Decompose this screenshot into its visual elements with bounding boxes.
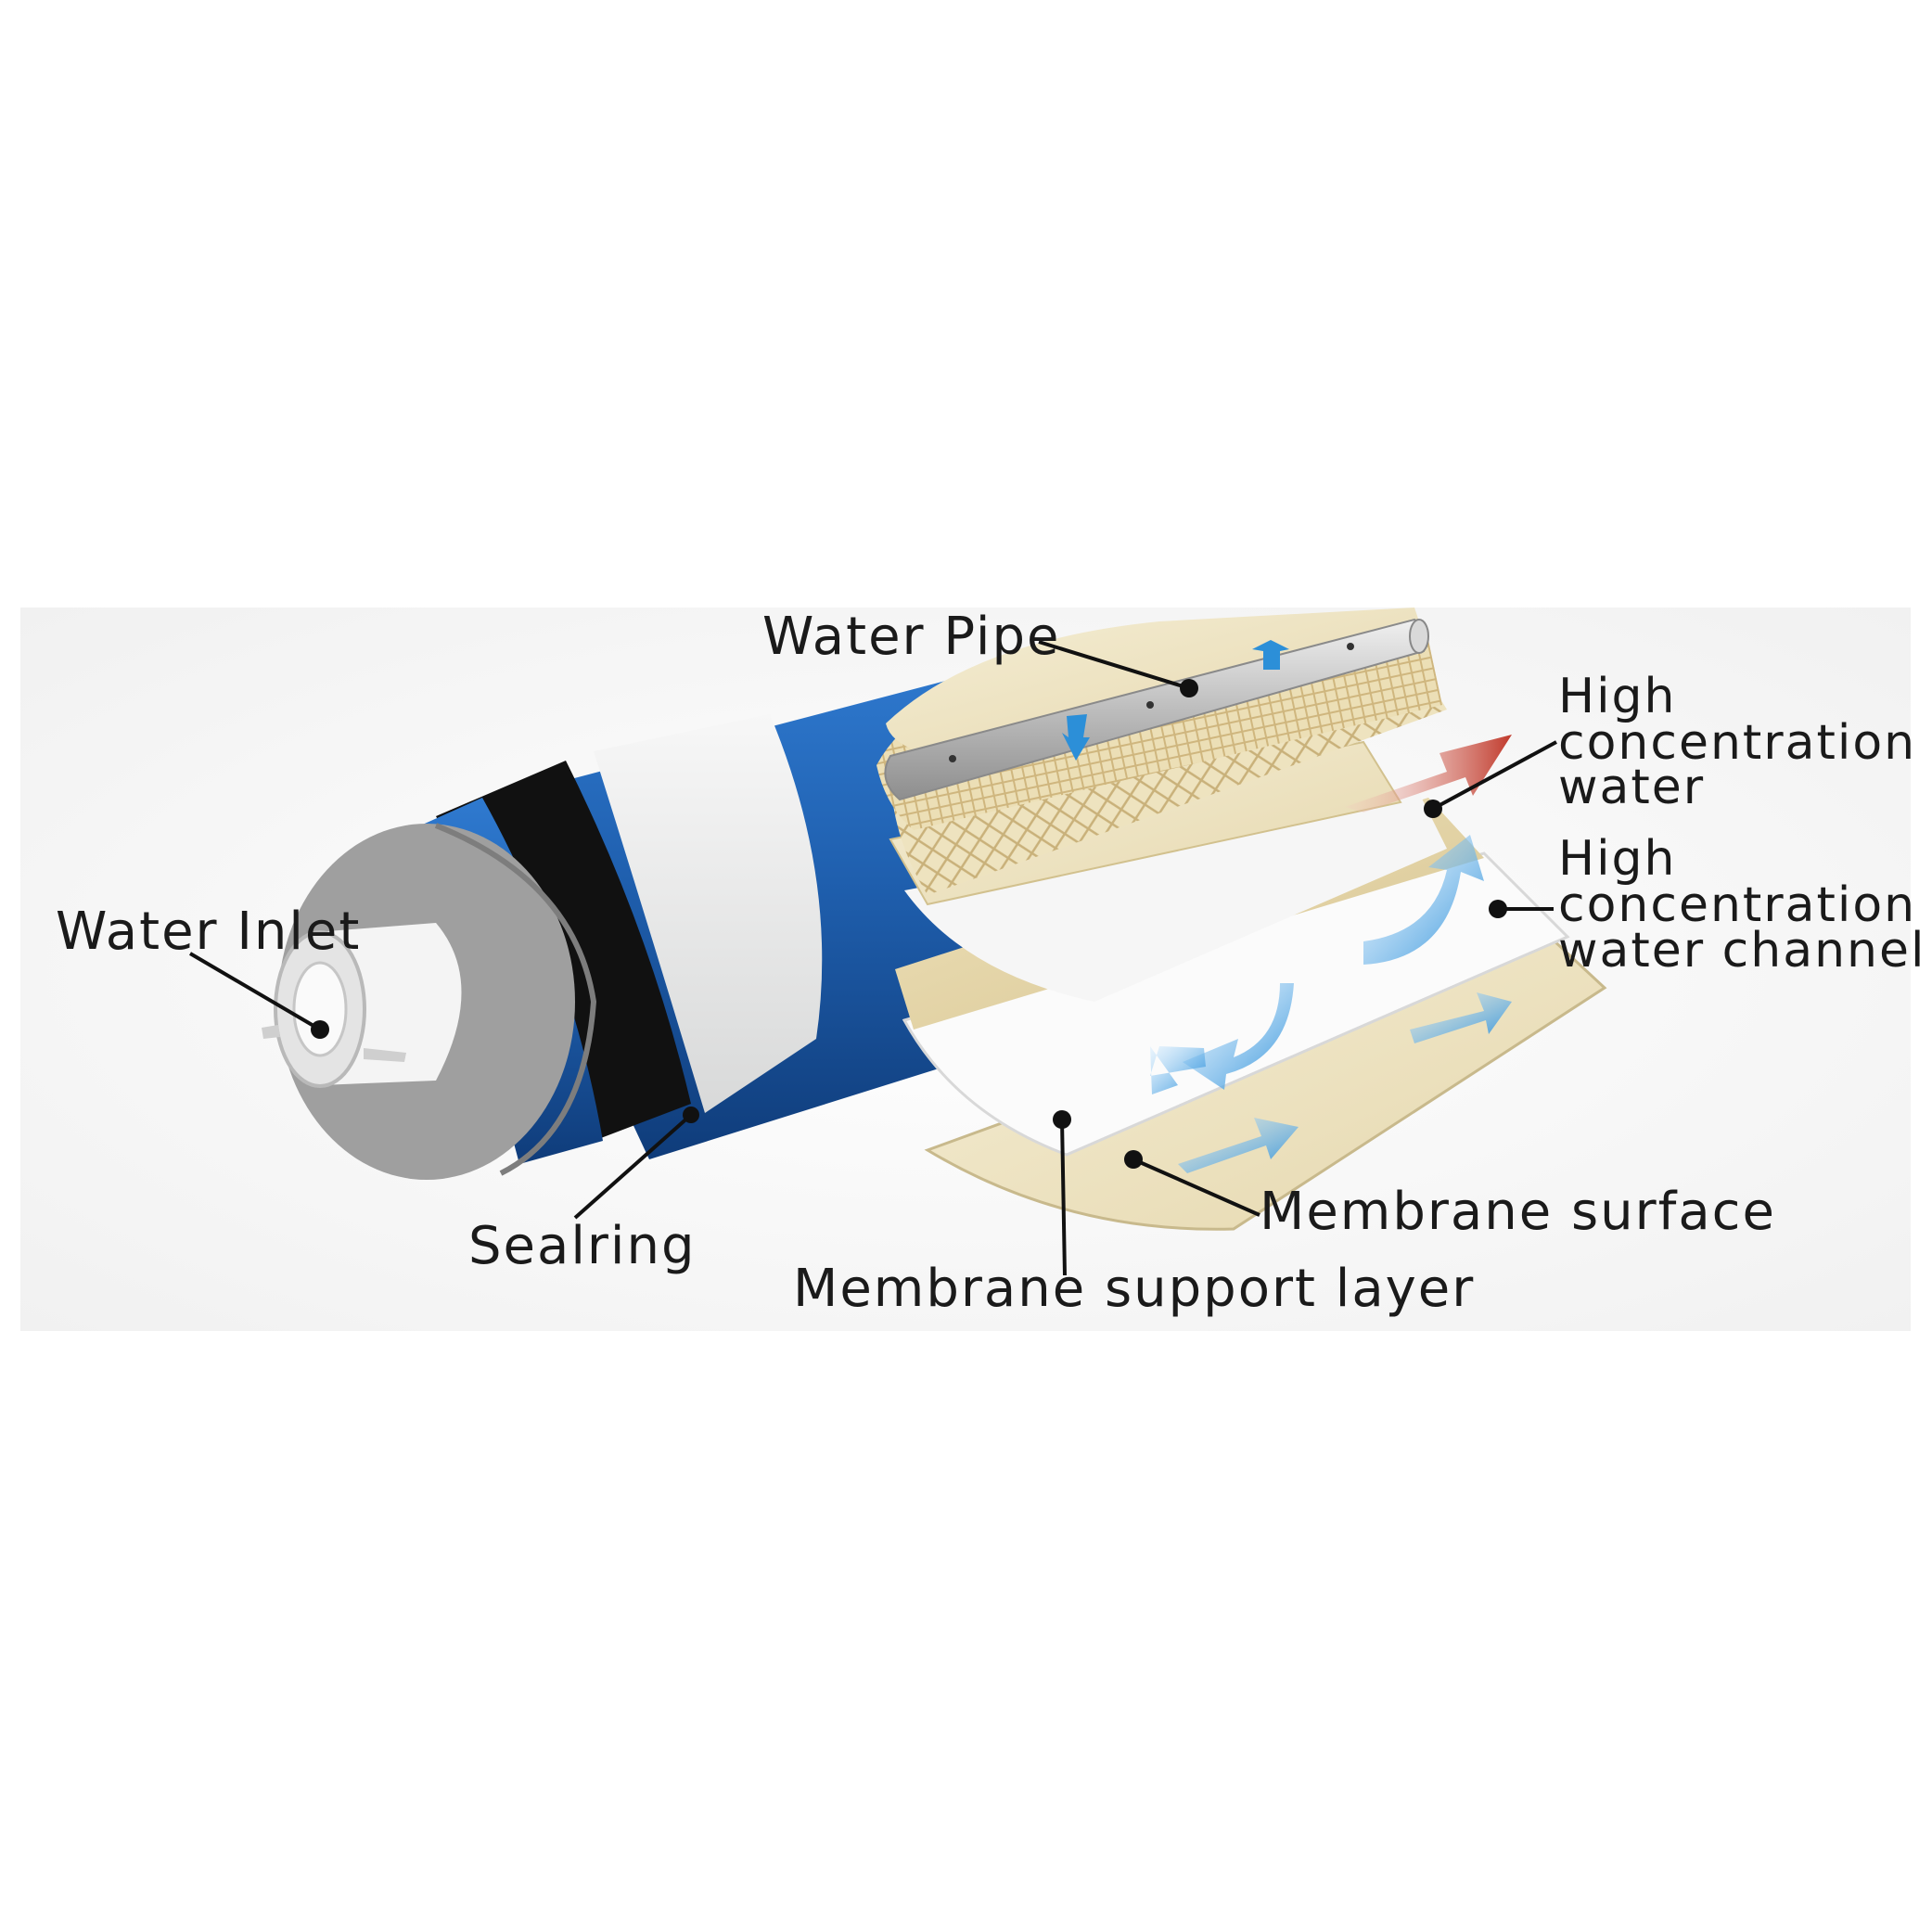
channel-sheet xyxy=(904,793,1447,1002)
label-high-concentration-water: High concentration water xyxy=(1558,669,1932,815)
white-band xyxy=(594,714,823,1113)
flow-arrow-icon xyxy=(1178,1118,1299,1173)
flow-arrow-icon xyxy=(1150,1046,1206,1094)
concentrate-arrow-icon xyxy=(1345,735,1512,812)
flow-arrow-icon xyxy=(1363,835,1484,965)
label-water-inlet: Water Inlet xyxy=(56,902,361,962)
leader-water-inlet xyxy=(188,952,329,1039)
label-high-concentration-water-channel: High concentration water channel xyxy=(1558,831,1932,979)
label-water-pipe: Water Pipe xyxy=(762,607,1060,667)
membrane-surface-sheet xyxy=(924,926,1607,1231)
leader-sealring xyxy=(573,1107,699,1220)
membrane-support-sheet xyxy=(902,851,1570,1157)
leader-membrane-surface xyxy=(1124,1150,1260,1217)
leader-high-conc-channel xyxy=(1489,900,1554,918)
flow-arrow-icon xyxy=(1252,640,1289,670)
label-sealring: Sealring xyxy=(468,1216,697,1276)
leader-membrane-support xyxy=(1053,1110,1071,1276)
leader-high-conc-water xyxy=(1424,740,1557,818)
label-membrane-surface: Membrane surface xyxy=(1260,1182,1776,1242)
leader-water-pipe xyxy=(1038,640,1198,697)
flow-arrow-icon xyxy=(1062,714,1090,761)
flow-arrow-icon xyxy=(1183,983,1294,1090)
flow-arrow-icon xyxy=(1410,992,1512,1043)
label-membrane-support-layer: Membrane support layer xyxy=(793,1259,1475,1319)
